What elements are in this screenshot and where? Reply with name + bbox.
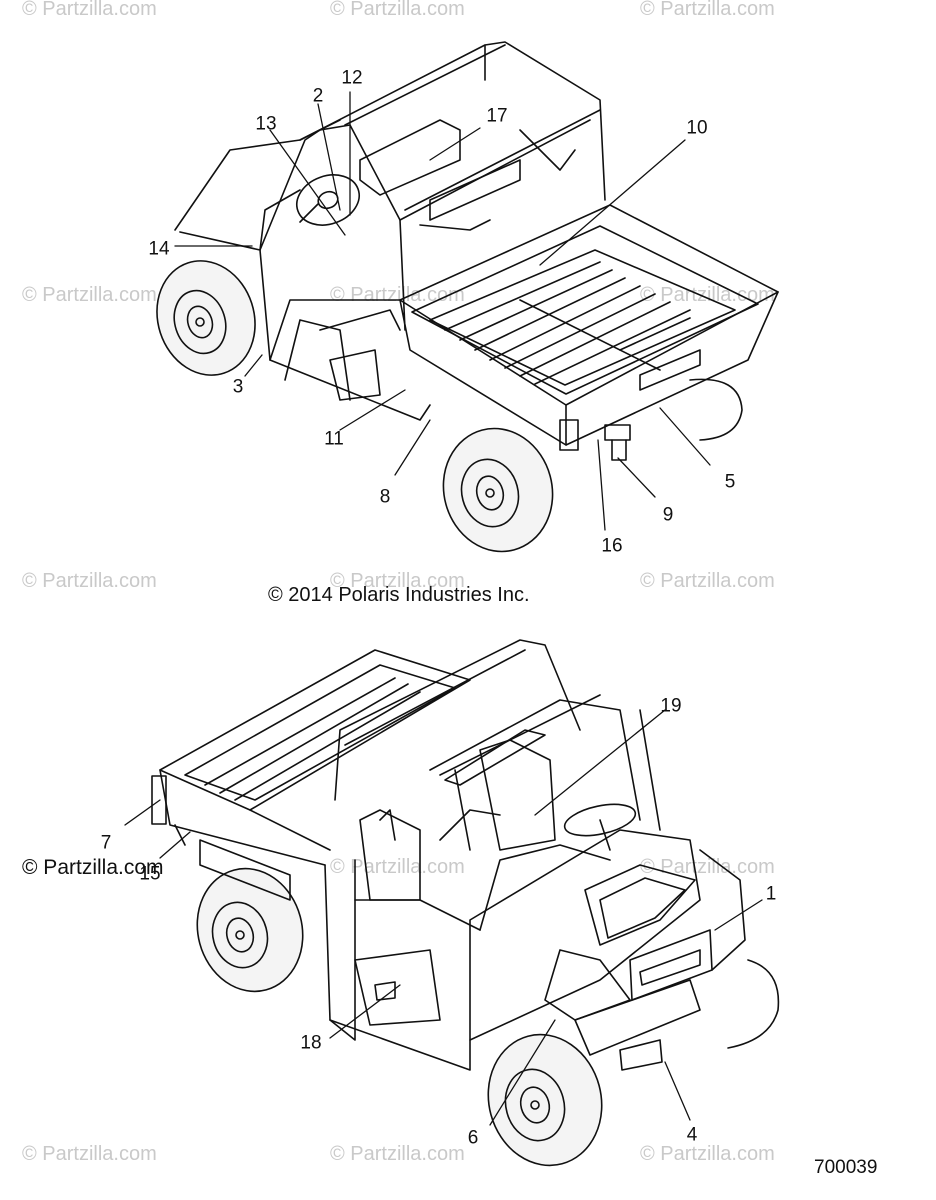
callout-4: 4	[686, 1124, 698, 1146]
steering-wheel	[296, 174, 360, 226]
cargo-box	[399, 204, 779, 451]
callout-1: 1	[765, 883, 777, 905]
watermark: © Partzilla.com	[22, 570, 157, 592]
callout-19: 19	[660, 695, 682, 717]
steering-wheel	[563, 803, 637, 851]
front-right-wheel	[727, 959, 780, 1049]
callout-2: 2	[312, 85, 324, 107]
copyright-notice: © 2014 Polaris Industries Inc.	[268, 584, 530, 606]
front-left-wheel	[156, 260, 256, 376]
leader-lines	[124, 709, 763, 1126]
watermark: © Partzilla.com	[22, 0, 157, 20]
roll-cage	[334, 639, 661, 851]
callout-5: 5	[724, 471, 736, 493]
rear-right-wheel	[442, 427, 554, 553]
callout-3: 3	[232, 376, 244, 398]
roll-cage	[259, 41, 606, 331]
watermark: © Partzilla.com	[640, 856, 775, 878]
callout-15: 15	[139, 863, 161, 885]
callout-18: 18	[300, 1032, 322, 1054]
callout-13: 13	[255, 113, 277, 135]
callout-14: 14	[148, 238, 170, 260]
callout-17: 17	[486, 105, 508, 127]
watermark: © Partzilla.com	[330, 856, 465, 878]
watermark: © Partzilla.com	[330, 570, 465, 592]
callout-8: 8	[379, 486, 391, 508]
rear-left-wheel	[689, 378, 743, 441]
watermark: © Partzilla.com	[330, 1143, 465, 1165]
watermark: © Partzilla.com	[330, 0, 465, 20]
callout-11: 11	[324, 428, 344, 450]
diagram-id: 700039	[814, 1157, 878, 1178]
front-left-wheel	[487, 1033, 603, 1167]
rear-left-wheel	[196, 867, 304, 993]
callout-10: 10	[686, 117, 708, 139]
leader-lines	[174, 91, 711, 531]
watermark: © Partzilla.com	[640, 0, 775, 20]
callout-6: 6	[467, 1127, 479, 1149]
watermark: © Partzilla.com	[640, 284, 775, 306]
vehicle-rear-view	[156, 41, 779, 553]
watermark: © Partzilla.com	[22, 1143, 157, 1165]
watermark: © Partzilla.com	[22, 284, 157, 306]
callout-12: 12	[341, 67, 363, 89]
vehicle-front-view	[124, 639, 780, 1167]
hood	[469, 829, 746, 1071]
callout-16: 16	[601, 535, 623, 557]
callout-9: 9	[662, 504, 674, 526]
cargo-box	[151, 649, 471, 901]
watermark: © Partzilla.com	[640, 1143, 775, 1165]
trailer-hitch	[604, 424, 631, 461]
cab-frame	[324, 739, 611, 1071]
watermark-overlay: © Partzilla.com	[22, 856, 164, 879]
watermark: © Partzilla.com	[640, 570, 775, 592]
callout-7: 7	[100, 832, 112, 854]
